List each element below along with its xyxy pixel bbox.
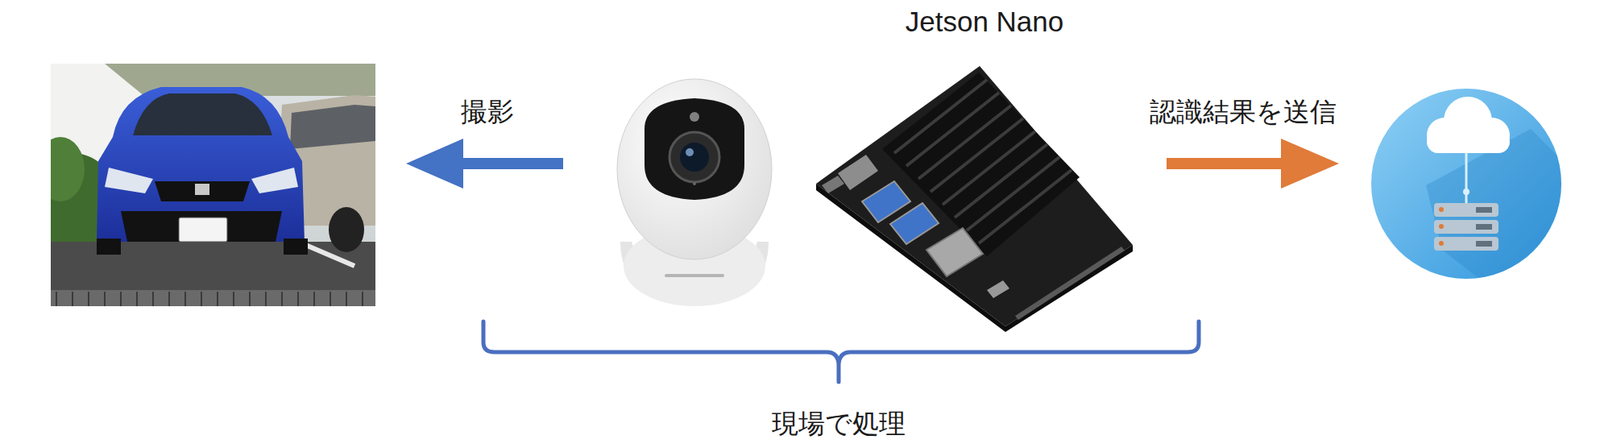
bracket-label: 現場で処理 <box>771 407 906 440</box>
bracket <box>483 321 1199 382</box>
car-photo <box>50 63 376 307</box>
arrow-label: 認識結果を送信 <box>1149 95 1337 129</box>
arrow-label: 撮影 <box>460 95 514 129</box>
camera-illustration <box>617 78 772 307</box>
jetson-board <box>816 66 1133 332</box>
left-arrow <box>406 138 564 189</box>
right-arrow <box>1166 138 1339 189</box>
board-node: Jetson Nano <box>811 4 1158 39</box>
node-title: Jetson Nano <box>811 4 1158 39</box>
cloud-server-icon <box>1371 88 1600 307</box>
